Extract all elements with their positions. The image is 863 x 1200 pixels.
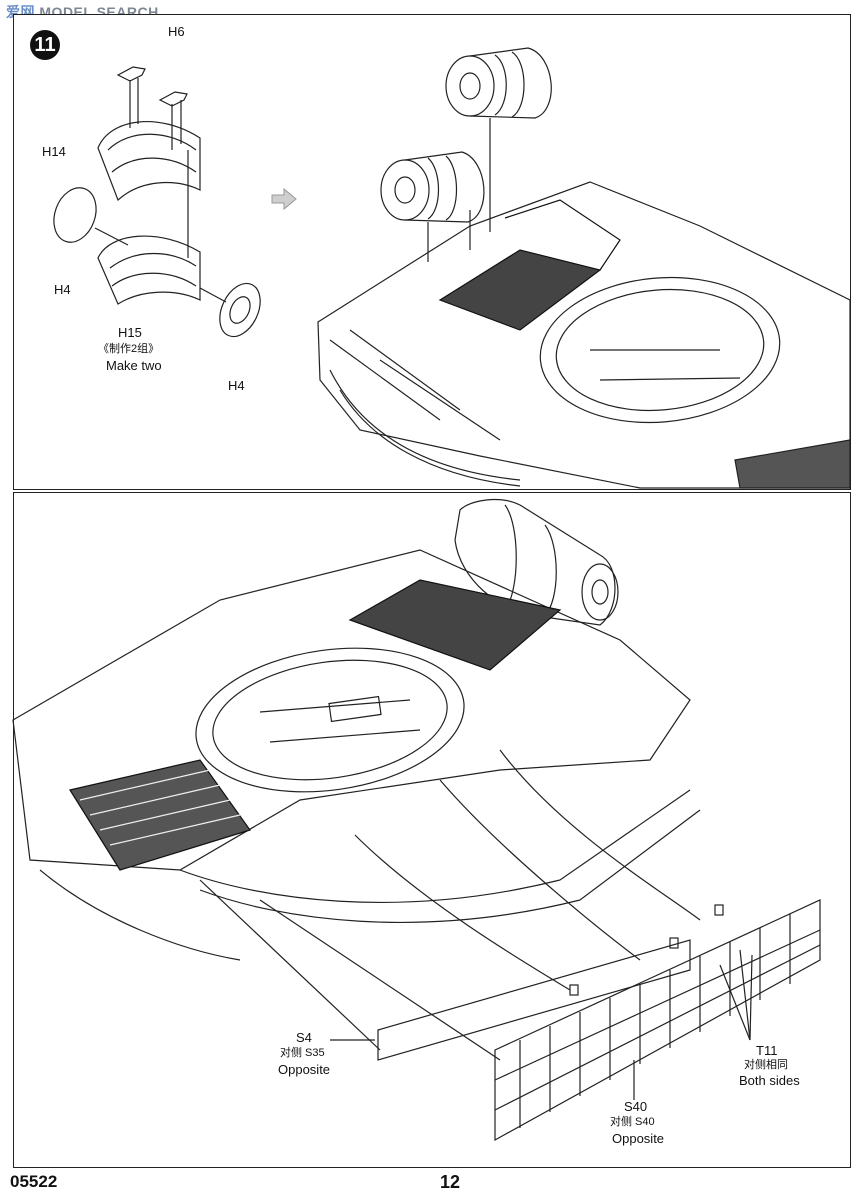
label-h15-cn: 《制作2组》 [98,343,160,355]
label-h4-right: H4 [228,378,245,393]
top-exploded-drums-drawing [53,66,261,338]
label-t11-en: Both sides [739,1073,800,1088]
s40-armor-panel [494,899,821,1142]
label-s40-cn: 对侧 S40 [610,1116,655,1128]
product-code: 05522 [10,1172,58,1191]
label-s40: S40 [624,1099,648,1114]
label-t11-cn: 对侧相同 [744,1059,788,1071]
top-engine-grille [438,199,621,331]
page-number: 12 [440,1172,461,1192]
label-h14: H14 [42,144,66,159]
label-h4-left: H4 [54,282,71,297]
label-s4: S4 [296,1030,312,1045]
label-s4-cn: 对侧 S35 [280,1047,325,1059]
step-number-badge: 11 [30,30,60,60]
side-skirt-plate [377,939,691,1061]
top-panel [13,14,851,490]
bottom-reactive-armor [69,759,251,871]
label-h15-en: Make two [106,358,162,373]
top-drum-upper [445,47,552,119]
label-t11: T11 [756,1043,778,1058]
label-s40-en: Opposite [612,1131,665,1146]
top-drum-lower [380,151,485,223]
label-s4-en: Opposite [278,1062,331,1077]
step-arrow [271,187,297,211]
label-h6: H6 [168,24,185,39]
label-h15: H15 [118,325,142,340]
top-hull-drawing [317,47,851,489]
